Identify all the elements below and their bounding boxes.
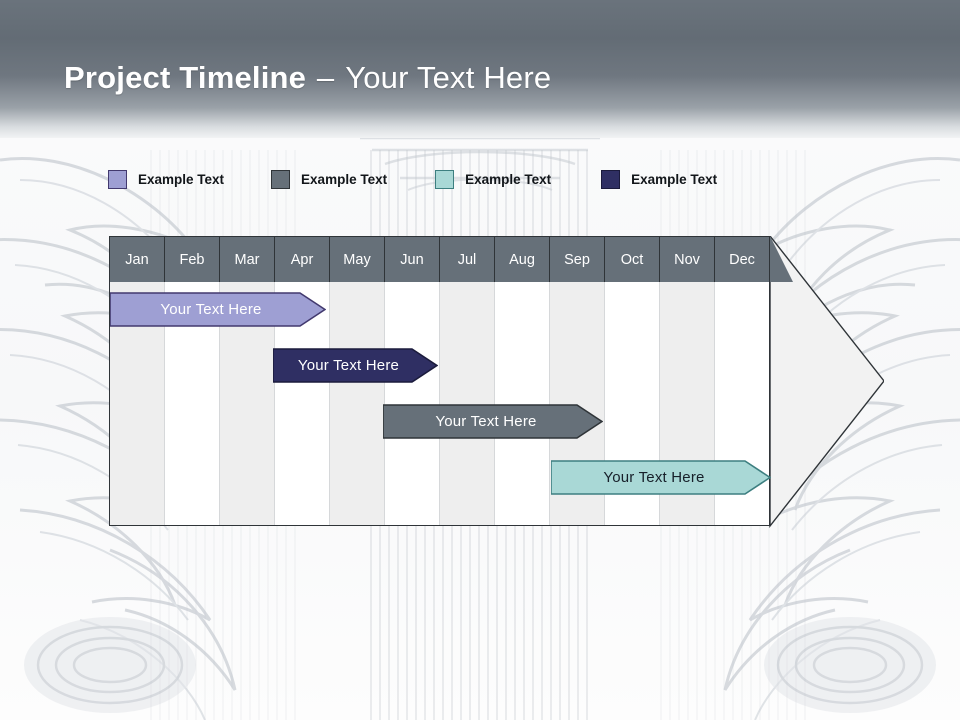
month-header-dec[interactable]: Dec <box>729 251 755 268</box>
month-header-feb[interactable]: Feb <box>165 237 220 282</box>
page-title: Project Timeline – Your Text Here <box>64 60 551 96</box>
page-title-strong: Project Timeline <box>64 60 307 95</box>
bar-arrow-shape <box>551 460 771 495</box>
month-header-apr[interactable]: Apr <box>275 237 330 282</box>
timeline-bar-3[interactable]: Your Text Here <box>383 404 603 439</box>
timeline-bar-2[interactable]: Your Text Here <box>273 348 438 383</box>
legend-item-4[interactable]: Example Text <box>601 170 717 189</box>
month-header-oct[interactable]: Oct <box>605 237 660 282</box>
timeline-column-jun <box>385 282 440 525</box>
legend-swatch-icon-4 <box>601 170 621 189</box>
legend-label-4: Example Text <box>631 172 718 187</box>
title-band <box>0 0 960 138</box>
page-title-light: Your Text Here <box>345 60 552 95</box>
timeline-bar-label-2: Your Text Here <box>297 357 400 374</box>
timeline-bar-label-3: Your Text Here <box>435 413 537 430</box>
month-header-may[interactable]: May <box>330 237 385 282</box>
timeline-bar-1[interactable]: Your Text Here <box>110 292 326 327</box>
timeline-bar-label-1: Your Text Here <box>160 301 262 318</box>
timeline-bar-4[interactable]: Your Text Here <box>551 460 771 495</box>
timeline-column-oct <box>605 282 660 525</box>
legend-label-2: Example Text <box>301 172 388 187</box>
timeline-column-may <box>330 282 385 525</box>
column-capital-center <box>330 120 630 720</box>
legend-item-2[interactable]: Example Text <box>271 170 387 189</box>
page-title-dash: – <box>308 60 344 95</box>
month-header-sep[interactable]: Sep <box>550 237 605 282</box>
legend-label-1: Example Text <box>138 172 225 187</box>
bar-arrow-shape <box>383 404 603 439</box>
timeline-column-apr <box>275 282 330 525</box>
legend: Example Text Example Text Example Text E… <box>108 170 749 189</box>
bar-arrow-shape <box>273 348 438 383</box>
legend-swatch-icon-1 <box>108 170 127 189</box>
legend-item-3[interactable]: Example Text <box>435 170 551 189</box>
legend-item-1[interactable]: Example Text <box>108 170 224 189</box>
bar-arrow-shape <box>110 292 326 327</box>
month-header-jul[interactable]: Jul <box>440 237 495 282</box>
legend-label-3: Example Text <box>465 172 552 187</box>
legend-swatch-icon-2 <box>271 170 291 189</box>
month-header-jan[interactable]: Jan <box>110 237 165 282</box>
legend-swatch-icon-3 <box>435 170 455 189</box>
timeline-column-aug <box>495 282 550 525</box>
month-header-mar[interactable]: Mar <box>220 237 275 282</box>
month-header-aug[interactable]: Aug <box>495 237 550 282</box>
timeline-bar-label-4: Your Text Here <box>603 469 705 486</box>
month-header-jun[interactable]: Jun <box>385 237 440 282</box>
timeline-column-feb <box>165 282 220 525</box>
timeline-column-jul <box>440 282 495 525</box>
month-header-nov[interactable]: Nov <box>660 237 715 282</box>
